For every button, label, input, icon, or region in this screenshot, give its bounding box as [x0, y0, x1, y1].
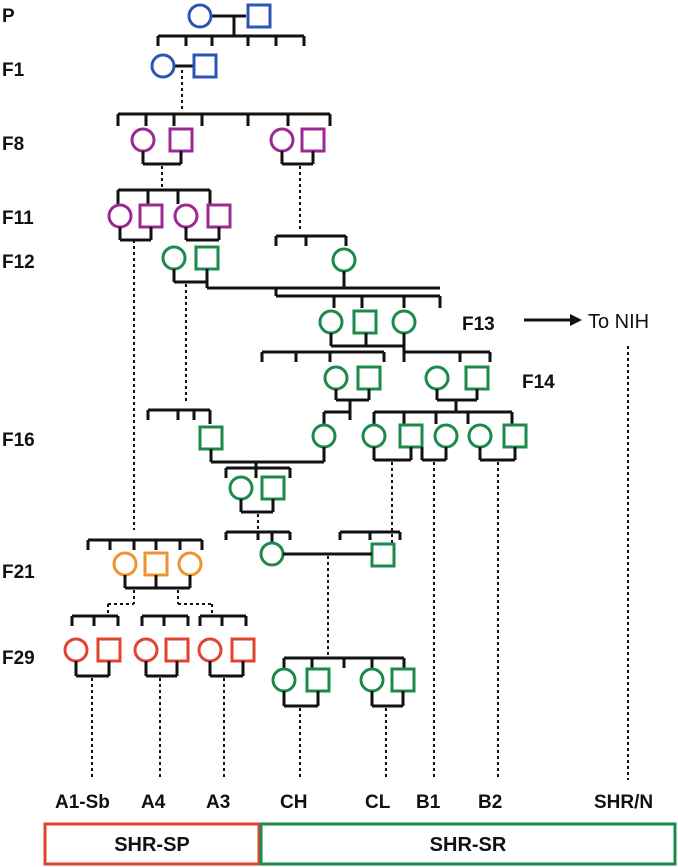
gen-label-p: P: [2, 6, 15, 27]
strain-label-cl: CL: [365, 792, 391, 813]
generation-f17-group: [224, 462, 402, 656]
generation-f12-group: [161, 234, 440, 404]
generation-ch-cl-group: [271, 656, 416, 780]
to-nih-arrow-icon: [524, 314, 582, 326]
strain-label-b1: B1: [416, 792, 441, 813]
gen-label-f8: F8: [2, 134, 24, 155]
strain-label-ch: CH: [280, 792, 307, 813]
generation-f14-group: [322, 365, 490, 424]
gen-label-f21: F21: [2, 562, 35, 583]
generation-f21-group: [86, 538, 213, 614]
gen-label-f29: F29: [2, 648, 35, 669]
generation-f1-group: [150, 53, 218, 110]
group-label-shr-sr: SHR-SR: [430, 834, 507, 856]
generation-f16-group: [146, 408, 528, 780]
strain-label-a3: A3: [206, 792, 230, 813]
generation-f11-group: [107, 188, 232, 530]
group-box-shr-sr: [259, 822, 677, 866]
gen-label-f14: F14: [522, 372, 555, 393]
strain-label-a4: A4: [141, 792, 166, 813]
strain-label-b2: B2: [478, 792, 502, 813]
generation-f8-group: [116, 112, 332, 232]
to-nih-label: To NIH: [588, 311, 649, 333]
gen-label-f1: F1: [2, 60, 25, 81]
generation-p-group: [156, 3, 306, 46]
strain-label-shr-n: SHR/N: [594, 792, 653, 813]
generation-f29-group: [63, 614, 256, 780]
generation-f13-group: [260, 296, 629, 780]
group-box-shr-sp: [43, 822, 261, 866]
gen-label-f12: F12: [2, 252, 35, 273]
group-label-shr-sp: SHR-SP: [114, 834, 190, 856]
gen-label-f16: F16: [2, 430, 35, 451]
gen-label-f13: F13: [462, 314, 495, 335]
strain-label-a1-sb: A1-Sb: [55, 792, 110, 813]
gen-label-f11: F11: [2, 208, 34, 229]
